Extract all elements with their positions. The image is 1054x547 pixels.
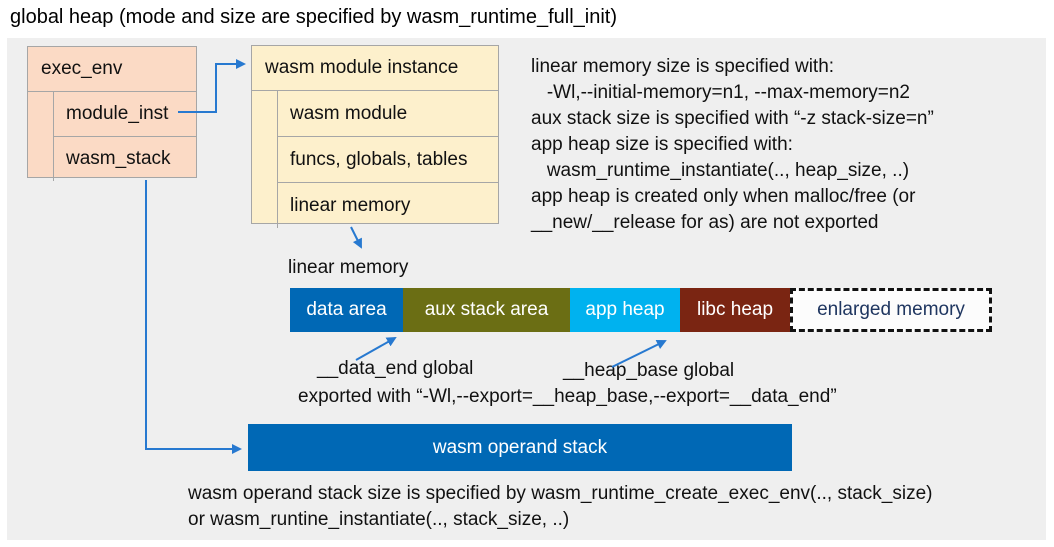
notes-bottom-line: or wasm_runtine_instantiate(.., stack_si… (188, 509, 570, 530)
module-instance-rows: wasm module funcs, globals, tables linea… (277, 91, 498, 228)
export-flags-label: exported with “-Wl,--export=__heap_base,… (298, 386, 837, 407)
segment-app-heap: app heap (570, 288, 680, 332)
notes-right-line: wasm_runtime_instantiate(.., heap_size, … (531, 160, 910, 181)
notes-right-line: app heap is created only when malloc/fre… (531, 186, 916, 207)
heap-base-global-label: __heap_base global (563, 360, 735, 381)
wasm-operand-stack-label: wasm operand stack (432, 436, 608, 458)
notes-right-line: -Wl,--initial-memory=n1, --max-memory=n2 (531, 82, 910, 103)
exec-env-box: exec_env module_inst wasm_stack (27, 46, 197, 181)
exec-env-row-module-inst: module_inst (54, 92, 196, 137)
segment-enlarged-memory: enlarged memory (790, 288, 992, 332)
linear-memory-bar: data area aux stack area app heap libc h… (290, 288, 992, 332)
notes-right: linear memory size is specified with: -W… (531, 54, 934, 236)
module-instance-row-wasm-module: wasm module (278, 91, 498, 137)
segment-aux-stack-area: aux stack area (403, 288, 570, 332)
module-instance-row-linear-memory: linear memory (290, 195, 411, 216)
notes-bottom-line: wasm operand stack size is specified by … (188, 483, 933, 504)
data-end-global-label: __data_end global (317, 358, 474, 379)
exec-env-header: exec_env (28, 47, 196, 92)
wasm-module-instance-box: wasm module instance wasm module funcs, … (251, 45, 499, 228)
module-instance-row-funcs-globals-tables: funcs, globals, tables (278, 137, 498, 183)
notes-right-line: linear memory size is specified with: (531, 56, 835, 77)
segment-libc-heap: libc heap (680, 288, 790, 332)
exec-env-row-wasm-stack: wasm_stack (66, 148, 171, 169)
notes-bottom: wasm operand stack size is specified by … (188, 481, 933, 533)
exec-env-rows: module_inst wasm_stack (53, 92, 196, 181)
notes-right-line: aux stack size is specified with “-z sta… (531, 108, 934, 129)
module-instance-header: wasm module instance (252, 46, 498, 91)
notes-right-line: app heap size is specified with: (531, 134, 793, 155)
segment-data-area: data area (290, 288, 403, 332)
wasm-operand-stack-bar: wasm operand stack (248, 424, 792, 471)
notes-right-line: __new/__release for as) are not exported (531, 212, 879, 233)
linear-memory-label: linear memory (288, 257, 409, 278)
diagram-title: global heap (mode and size are specified… (10, 6, 617, 28)
